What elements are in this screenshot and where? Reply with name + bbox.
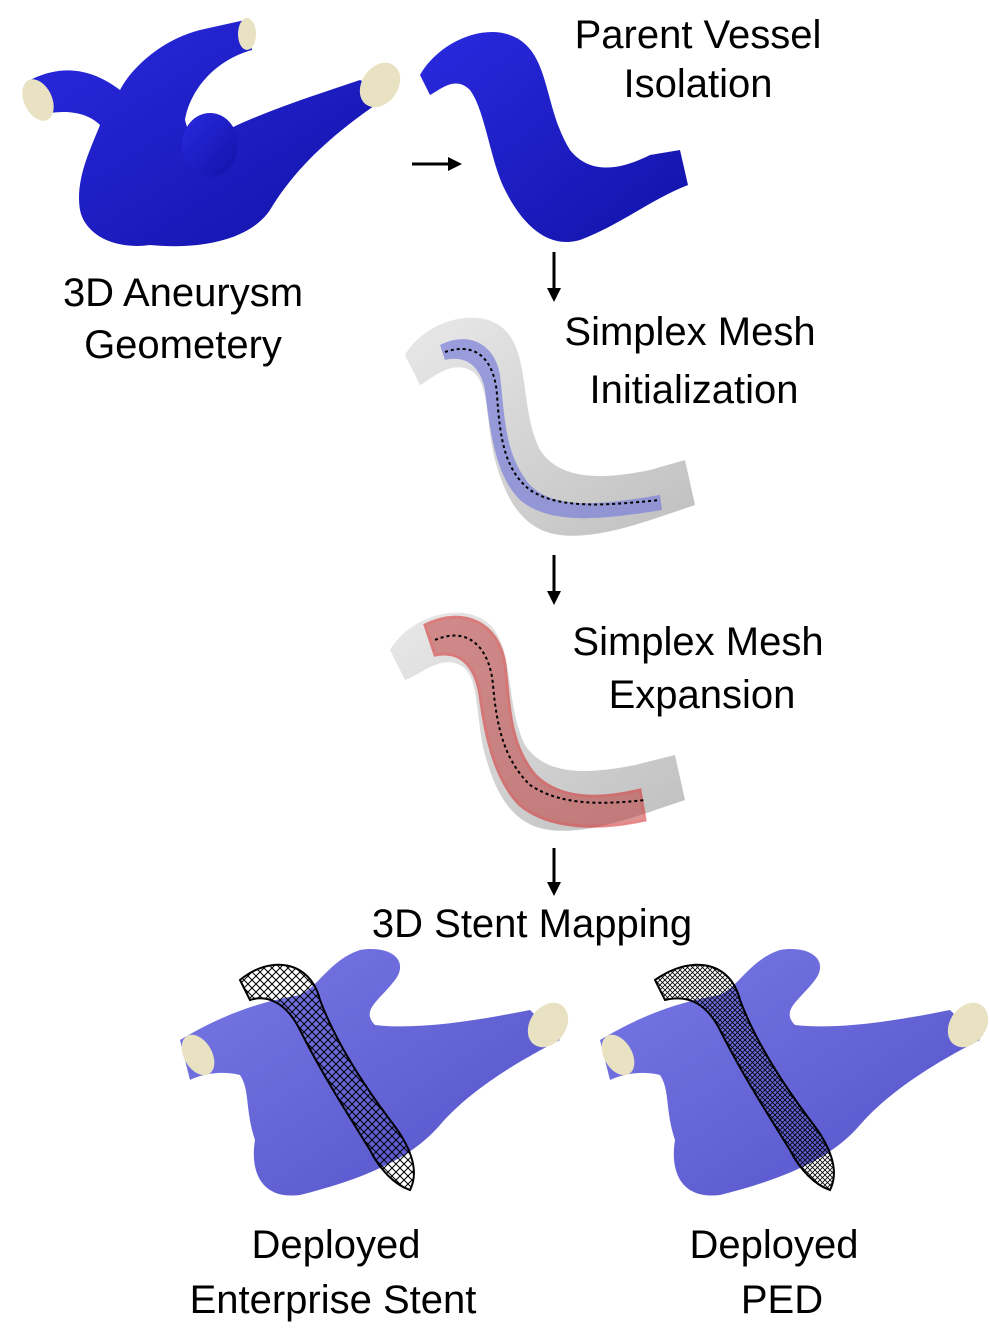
arrow-down-icon bbox=[547, 848, 561, 896]
stent-mapping-label: 3D Stent Mapping bbox=[372, 902, 692, 946]
expansion-label-line2: Expansion bbox=[609, 673, 796, 717]
enterprise-label-line2: Enterprise Stent bbox=[190, 1278, 477, 1322]
aneurysm-sac bbox=[182, 113, 238, 177]
initialization-label-line2: Initialization bbox=[589, 368, 798, 412]
enterprise-stent-model bbox=[175, 949, 577, 1196]
aneurysm-label-line1: 3D Aneurysm bbox=[63, 271, 303, 315]
ped-label-line2: PED bbox=[741, 1278, 823, 1322]
isolation-label-line1: Parent Vessel bbox=[575, 13, 822, 57]
ped-model bbox=[595, 949, 990, 1196]
arrow-down-icon bbox=[547, 555, 561, 605]
expansion-label-line1: Simplex Mesh bbox=[572, 620, 823, 664]
initialization-label-line1: Simplex Mesh bbox=[564, 310, 815, 354]
isolation-label-line2: Isolation bbox=[624, 62, 773, 106]
arrow-right-icon bbox=[412, 157, 462, 171]
enterprise-label-line1: Deployed bbox=[251, 1223, 420, 1267]
aneurysm-label-line2: Geometery bbox=[84, 323, 282, 367]
aneurysm-geometry-model bbox=[16, 18, 408, 246]
enterprise-vessel-body bbox=[180, 949, 560, 1196]
aneurysm-top-cap bbox=[238, 18, 256, 50]
ped-label-line1: Deployed bbox=[689, 1223, 858, 1267]
arrow-down-icon bbox=[547, 252, 561, 302]
